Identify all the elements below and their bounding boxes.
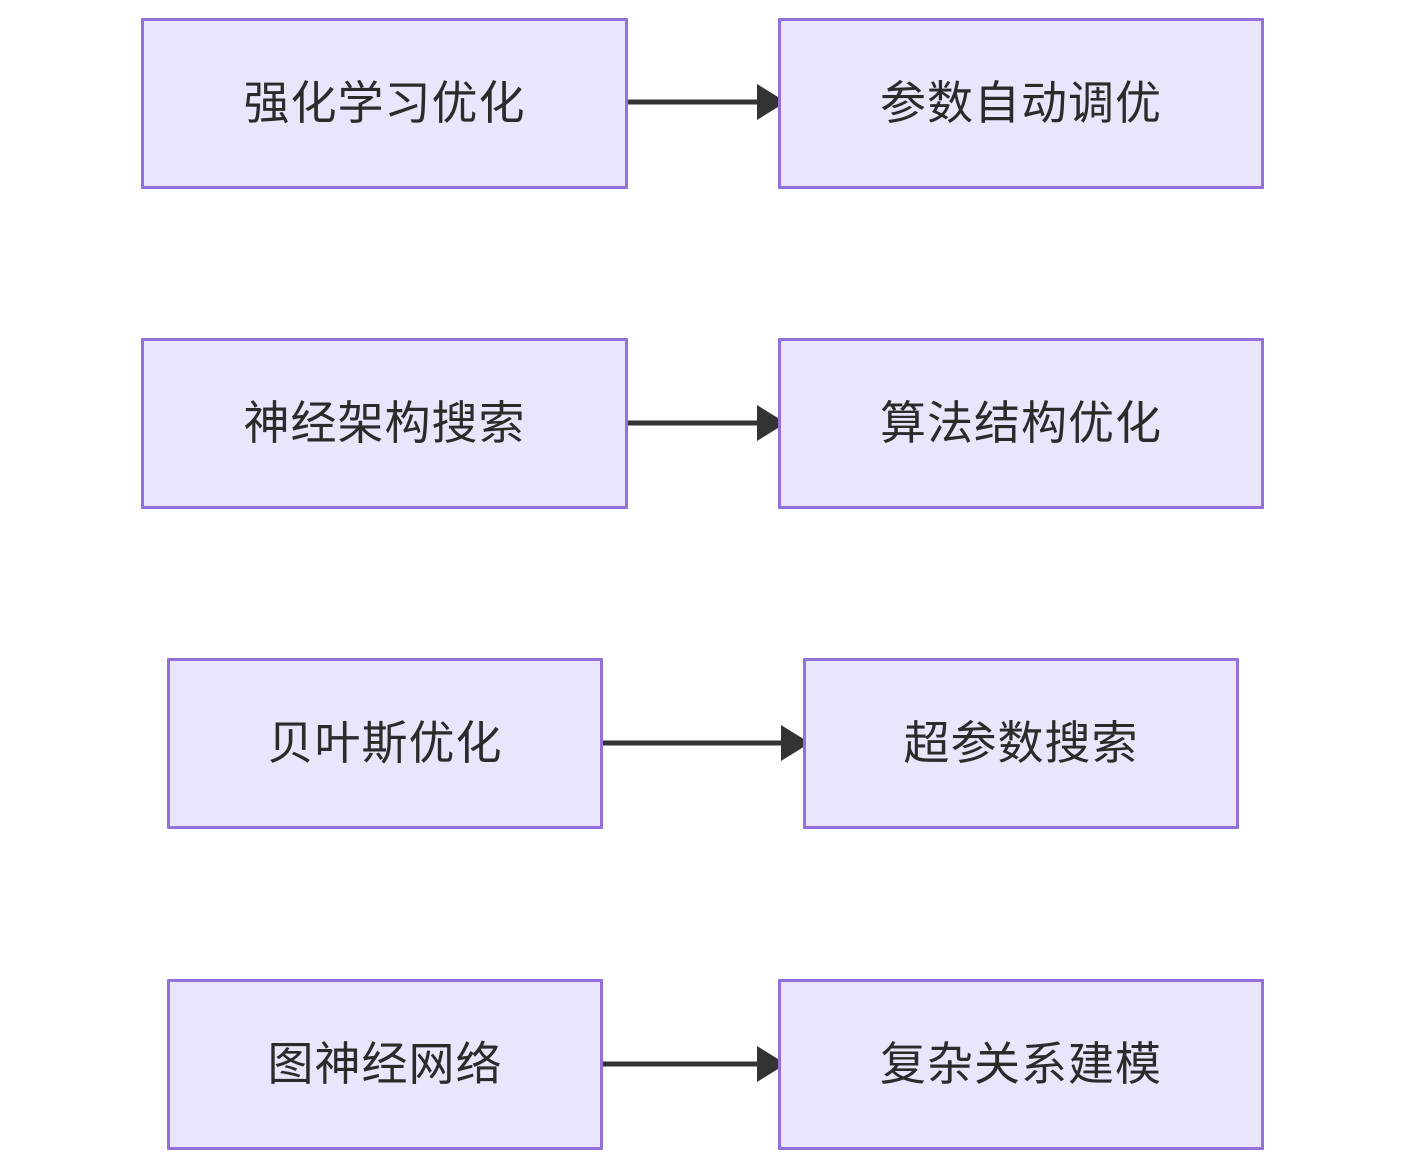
node-label: 神经架构搜索	[243, 396, 526, 449]
node-reinforcement-learning-optimization[interactable]: 强化学习优化	[141, 18, 628, 189]
node-bayesian-optimization[interactable]: 贝叶斯优化	[167, 658, 603, 829]
node-label: 超参数搜索	[903, 716, 1139, 769]
node-label: 图神经网络	[267, 1037, 503, 1090]
node-automatic-parameter-tuning[interactable]: 参数自动调优	[778, 18, 1264, 189]
edge-n5-to-n6	[602, 725, 810, 761]
node-graph-neural-network[interactable]: 图神经网络	[167, 979, 603, 1150]
edge-n1-to-n2	[627, 84, 786, 120]
edge-n3-to-n4	[627, 405, 786, 441]
edge-n7-to-n8	[602, 1046, 786, 1082]
node-label: 强化学习优化	[243, 76, 526, 129]
node-label: 算法结构优化	[880, 396, 1162, 449]
node-neural-architecture-search[interactable]: 神经架构搜索	[141, 338, 628, 509]
node-label: 参数自动调优	[880, 76, 1162, 129]
node-hyperparameter-search[interactable]: 超参数搜索	[803, 658, 1239, 829]
node-complex-relationship-modeling[interactable]: 复杂关系建模	[778, 979, 1264, 1150]
node-label: 复杂关系建模	[880, 1037, 1162, 1090]
node-algorithm-structure-optimization[interactable]: 算法结构优化	[778, 338, 1264, 509]
node-label: 贝叶斯优化	[267, 716, 503, 769]
